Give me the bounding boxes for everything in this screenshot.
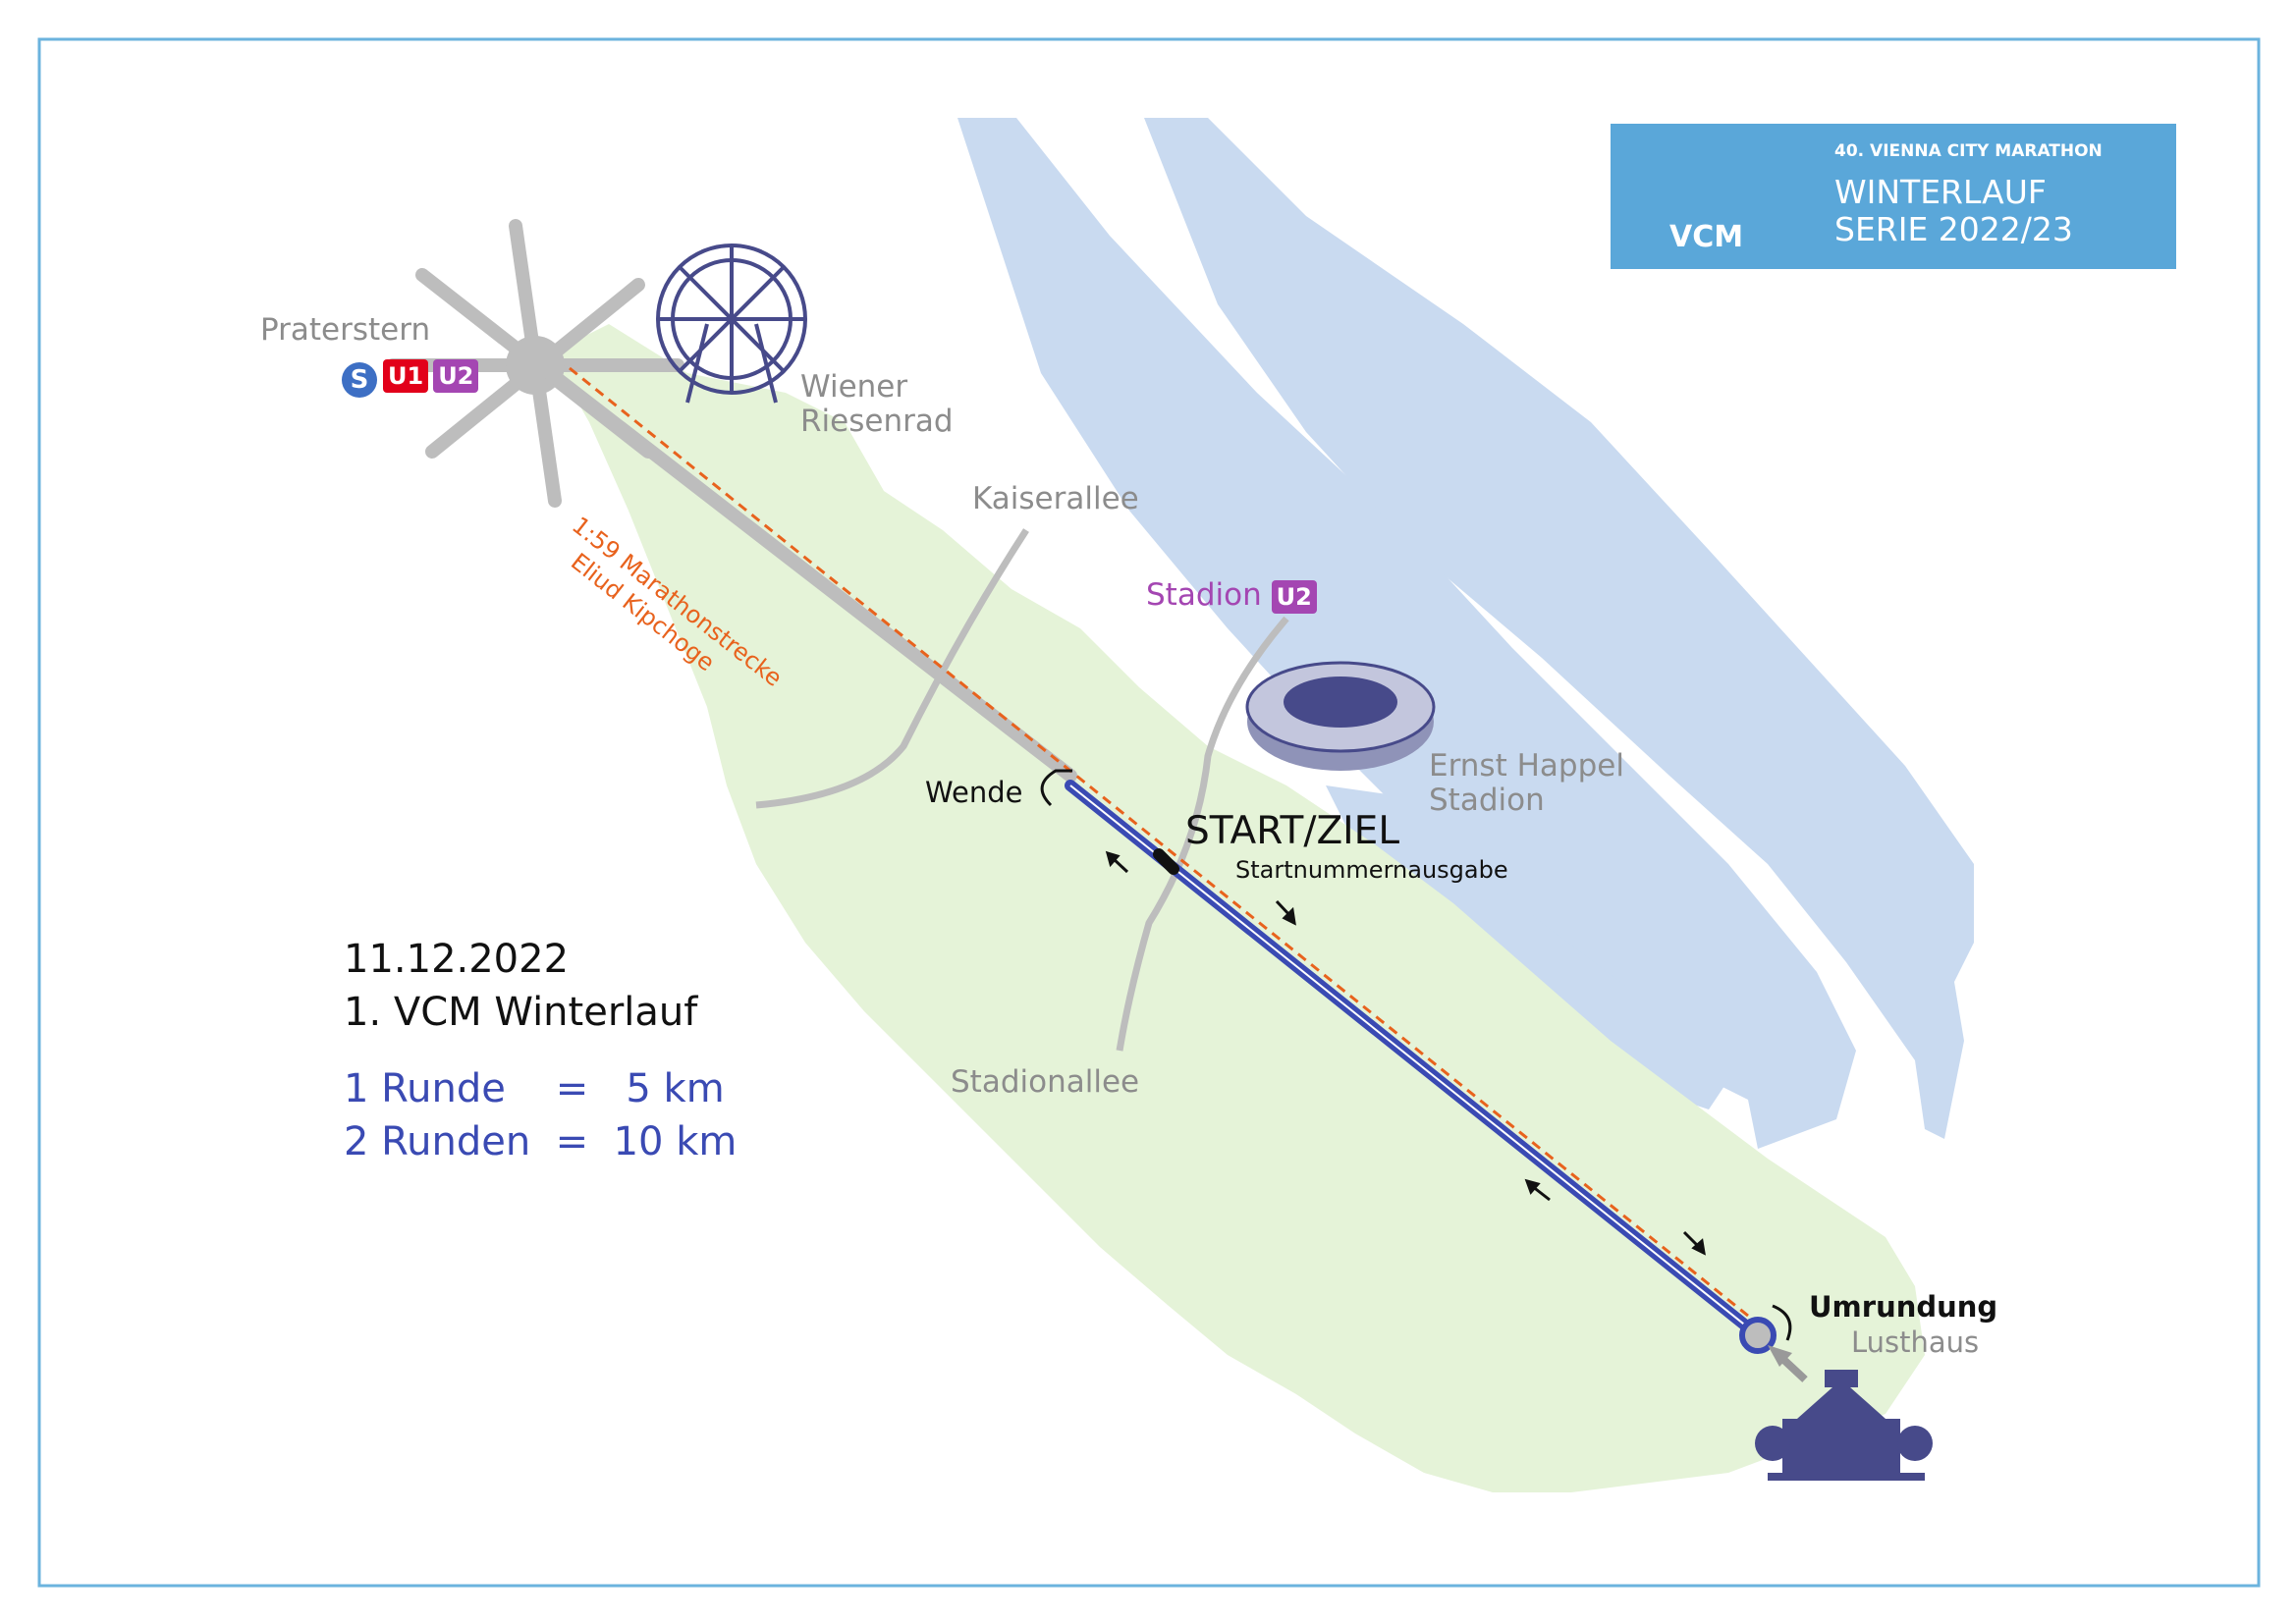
vcm-logo-box: 40. VIENNA CITY MARATHON WINTERLAUF SERI…	[1611, 124, 2176, 269]
label-riesenrad-1: Wiener	[800, 369, 908, 405]
label-ernst-happel-1: Ernst Happel	[1429, 748, 1624, 784]
label-riesenrad-2: Riesenrad	[800, 404, 954, 439]
u1-badge: U1	[383, 359, 429, 393]
label-kaiserallee: Kaiserallee	[972, 481, 1139, 516]
neue-donau	[1326, 785, 1728, 1109]
kaiserallee-road	[755, 528, 1029, 809]
label-praterstern: Praterstern	[260, 312, 431, 348]
label-wende: Wende	[925, 776, 1023, 809]
donaukanal	[957, 118, 1856, 1149]
logo-title-1: WINTERLAUF	[1834, 173, 2047, 211]
donau-river	[1144, 118, 1974, 1139]
stadion-text: Stadion	[1146, 577, 1262, 613]
logo-brand: VCM	[1669, 220, 1744, 254]
label-stadion: Stadion U2	[1146, 577, 1322, 614]
logo-event-line: 40. VIENNA CITY MARATHON	[1834, 141, 2103, 161]
label-start-ziel: START/ZIEL	[1185, 809, 1400, 853]
event-date: 11.12.2022	[344, 937, 570, 982]
map-frame	[37, 37, 2261, 1588]
umrundung-arrow	[1772, 1304, 1792, 1341]
label-ernst-happel-2: Stadion	[1429, 783, 1545, 818]
stadium-icon	[1245, 661, 1436, 771]
u2-badge: U2	[433, 359, 479, 393]
direction-arrows	[1105, 850, 1706, 1256]
route-inner	[1069, 784, 1759, 1336]
label-umrundung: Umrundung	[1809, 1290, 1998, 1324]
riesenrad-icon	[656, 243, 807, 404]
event-name: 1. VCM Winterlauf	[344, 990, 698, 1035]
event-info: 11.12.2022 1. VCM Winterlauf 1 Runde = 5…	[344, 933, 737, 1168]
lusthaus-loop	[1739, 1317, 1777, 1354]
runde-1: 1 Runde = 5 km	[344, 1066, 725, 1111]
label-stadionallee: Stadionallee	[951, 1064, 1140, 1100]
wende-arrow	[1040, 769, 1072, 807]
stadion-u2-badge: U2	[1271, 580, 1317, 614]
marathon-line	[569, 366, 1749, 1318]
label-lusthaus: Lusthaus	[1851, 1325, 1980, 1359]
stadionallee-road	[1116, 616, 1289, 1052]
hauptallee-gray	[543, 366, 1077, 783]
label-startnummern: Startnummernausgabe	[1235, 856, 1508, 884]
runde-2: 2 Runden = 10 km	[344, 1119, 738, 1164]
start-marker	[1153, 848, 1179, 875]
lusthaus-icon	[1755, 1370, 1933, 1481]
logo-title-2: SERIE 2022/23	[1834, 210, 2073, 248]
s-bahn-badge: S	[342, 361, 377, 398]
lusthaus-arrowhead	[1768, 1345, 1792, 1367]
